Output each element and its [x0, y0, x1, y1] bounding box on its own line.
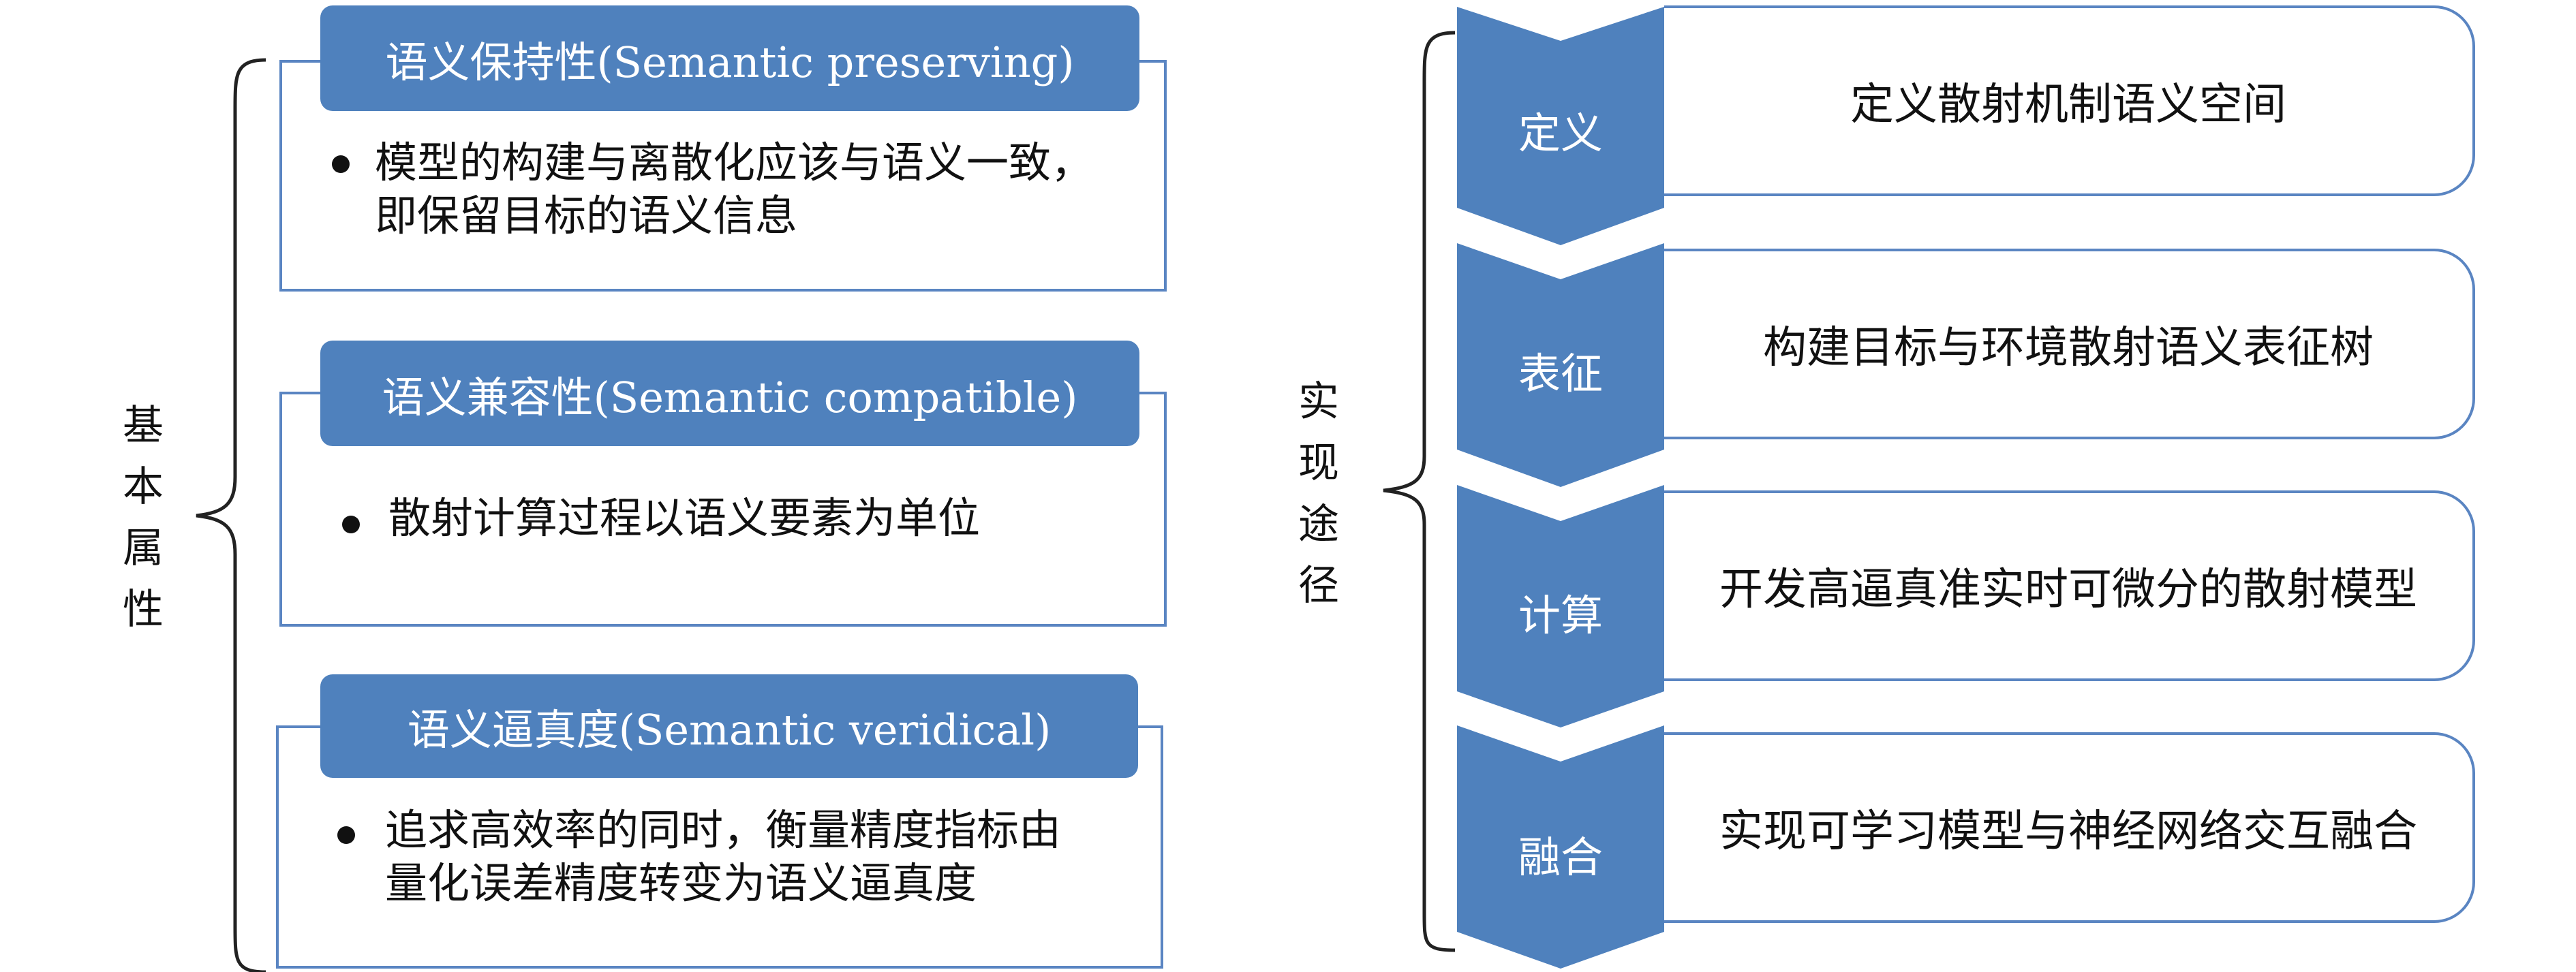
right-label-char: 径: [1298, 562, 1339, 610]
property-line: 量化误差精度转变为语义逼真度: [385, 858, 977, 908]
bullet-icon: [337, 826, 355, 844]
step-chevron-2: [1457, 243, 1664, 487]
left-label-char: 基: [123, 402, 164, 450]
bullet-icon: [332, 155, 350, 173]
right-group-label: 实 现 途 径: [1291, 371, 1346, 616]
left-label-char: 本: [123, 463, 164, 511]
step-label-fuse: 融合: [1518, 832, 1603, 882]
step-label-compute: 计算: [1518, 591, 1603, 640]
step-chevron-1: [1457, 7, 1664, 245]
property-line: 模型的构建与离散化应该与语义一致，: [375, 138, 1094, 187]
left-label-char: 属: [123, 524, 164, 572]
property-text-veridical: 追求高效率的同时，衡量精度指标由 量化误差精度转变为语义逼真度: [385, 804, 1061, 910]
property-line: 散射计算过程以语义要素为单位: [388, 493, 981, 543]
step-label-define: 定义: [1518, 108, 1603, 158]
bullet-icon: [342, 516, 360, 533]
property-text-preserving: 模型的构建与离散化应该与语义一致， 即保留目标的语义信息: [375, 136, 1093, 242]
step-chevron-3: [1457, 485, 1664, 727]
right-label-char: 途: [1298, 501, 1339, 548]
step-label-represent: 表征: [1518, 349, 1603, 398]
property-line: 追求高效率的同时，衡量精度指标由: [385, 805, 1062, 855]
step-box-define: 定义散射机制语义空间: [1664, 5, 2475, 196]
right-label-char: 实: [1298, 378, 1339, 426]
right-label-char: 现: [1298, 439, 1339, 487]
step-box-fuse: 实现可学习模型与神经网络交互融合: [1664, 732, 2475, 923]
left-group-label: 基 本 属 性: [116, 395, 170, 640]
property-title-veridical: 语义逼真度(Semantic veridical): [320, 674, 1138, 778]
left-curly-brace: [196, 58, 266, 972]
property-title-preserving: 语义保持性(Semantic preserving): [320, 5, 1139, 111]
property-title-compatible: 语义兼容性(Semantic compatible): [320, 341, 1139, 446]
property-text-compatible: 散射计算过程以语义要素为单位: [388, 492, 980, 545]
property-line: 即保留目标的语义信息: [375, 191, 798, 240]
step-box-compute: 开发高逼真准实时可微分的散射模型: [1664, 490, 2475, 681]
left-label-char: 性: [123, 586, 164, 633]
step-chevron-4: [1457, 725, 1664, 969]
step-box-represent: 构建目标与环境散射语义表征树: [1664, 249, 2475, 439]
right-curly-brace: [1383, 31, 1456, 952]
